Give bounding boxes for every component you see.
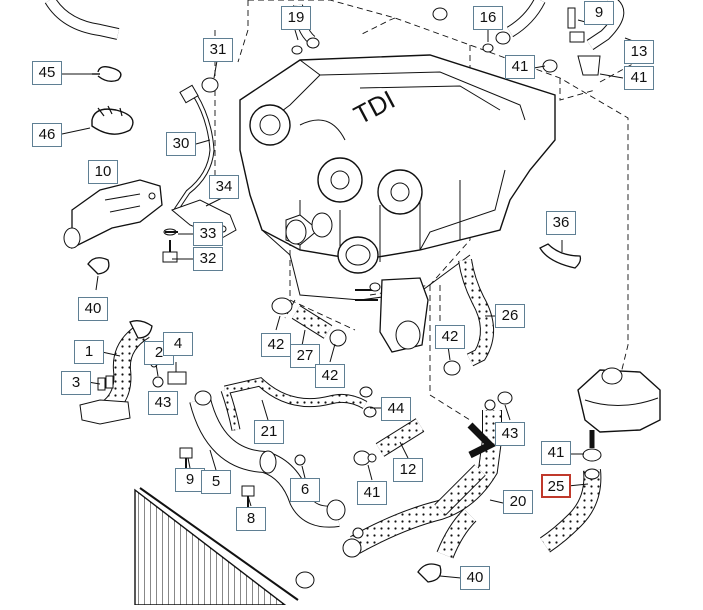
callout-16: 16: [473, 6, 503, 30]
callout-4: 4: [163, 332, 193, 356]
hose-21: [220, 377, 368, 431]
callout-13: 13: [624, 40, 654, 64]
callout-43-right: 43: [495, 422, 525, 446]
callout-1: 1: [74, 340, 104, 364]
callout-41-bottom: 41: [357, 481, 387, 505]
callout-40-left: 40: [78, 297, 108, 321]
callout-42-mid-right: 42: [315, 364, 345, 388]
clamp-46: [91, 108, 134, 135]
engine-block: [239, 54, 556, 301]
callout-41-top-right: 41: [624, 66, 654, 90]
callout-19: 19: [281, 6, 311, 30]
clip-36: [539, 243, 582, 269]
callout-41-top-left: 41: [505, 55, 535, 79]
callout-41-right: 41: [541, 441, 571, 465]
callout-21: 21: [254, 420, 284, 444]
callout-3: 3: [61, 371, 91, 395]
callout-45: 45: [32, 61, 62, 85]
callout-40-bottom: 40: [460, 566, 490, 590]
flange-left: [79, 399, 131, 425]
callout-42-right: 42: [435, 325, 465, 349]
callout-25: 25: [541, 474, 571, 498]
callout-34: 34: [209, 175, 239, 199]
callout-30: 30: [166, 132, 196, 156]
callout-36: 36: [546, 211, 576, 235]
callout-43-left: 43: [148, 391, 178, 415]
callout-42-mid-left: 42: [261, 333, 291, 357]
clamp-45: [97, 65, 122, 83]
callout-8: 8: [236, 507, 266, 531]
housing-10: [71, 179, 163, 250]
callout-46: 46: [32, 123, 62, 147]
callout-5: 5: [201, 470, 231, 494]
callout-44: 44: [381, 397, 411, 421]
callout-10: 10: [88, 160, 118, 184]
callout-6: 6: [290, 478, 320, 502]
clamp-40-bottom: [417, 563, 442, 583]
callout-33: 33: [193, 222, 223, 246]
callout-9-top: 9: [584, 1, 614, 25]
callout-32: 32: [193, 247, 223, 271]
callout-20: 20: [503, 490, 533, 514]
callout-31: 31: [203, 38, 233, 62]
callout-26: 26: [495, 304, 525, 328]
clamp-40-top: [87, 257, 110, 275]
callout-12: 12: [393, 458, 423, 482]
